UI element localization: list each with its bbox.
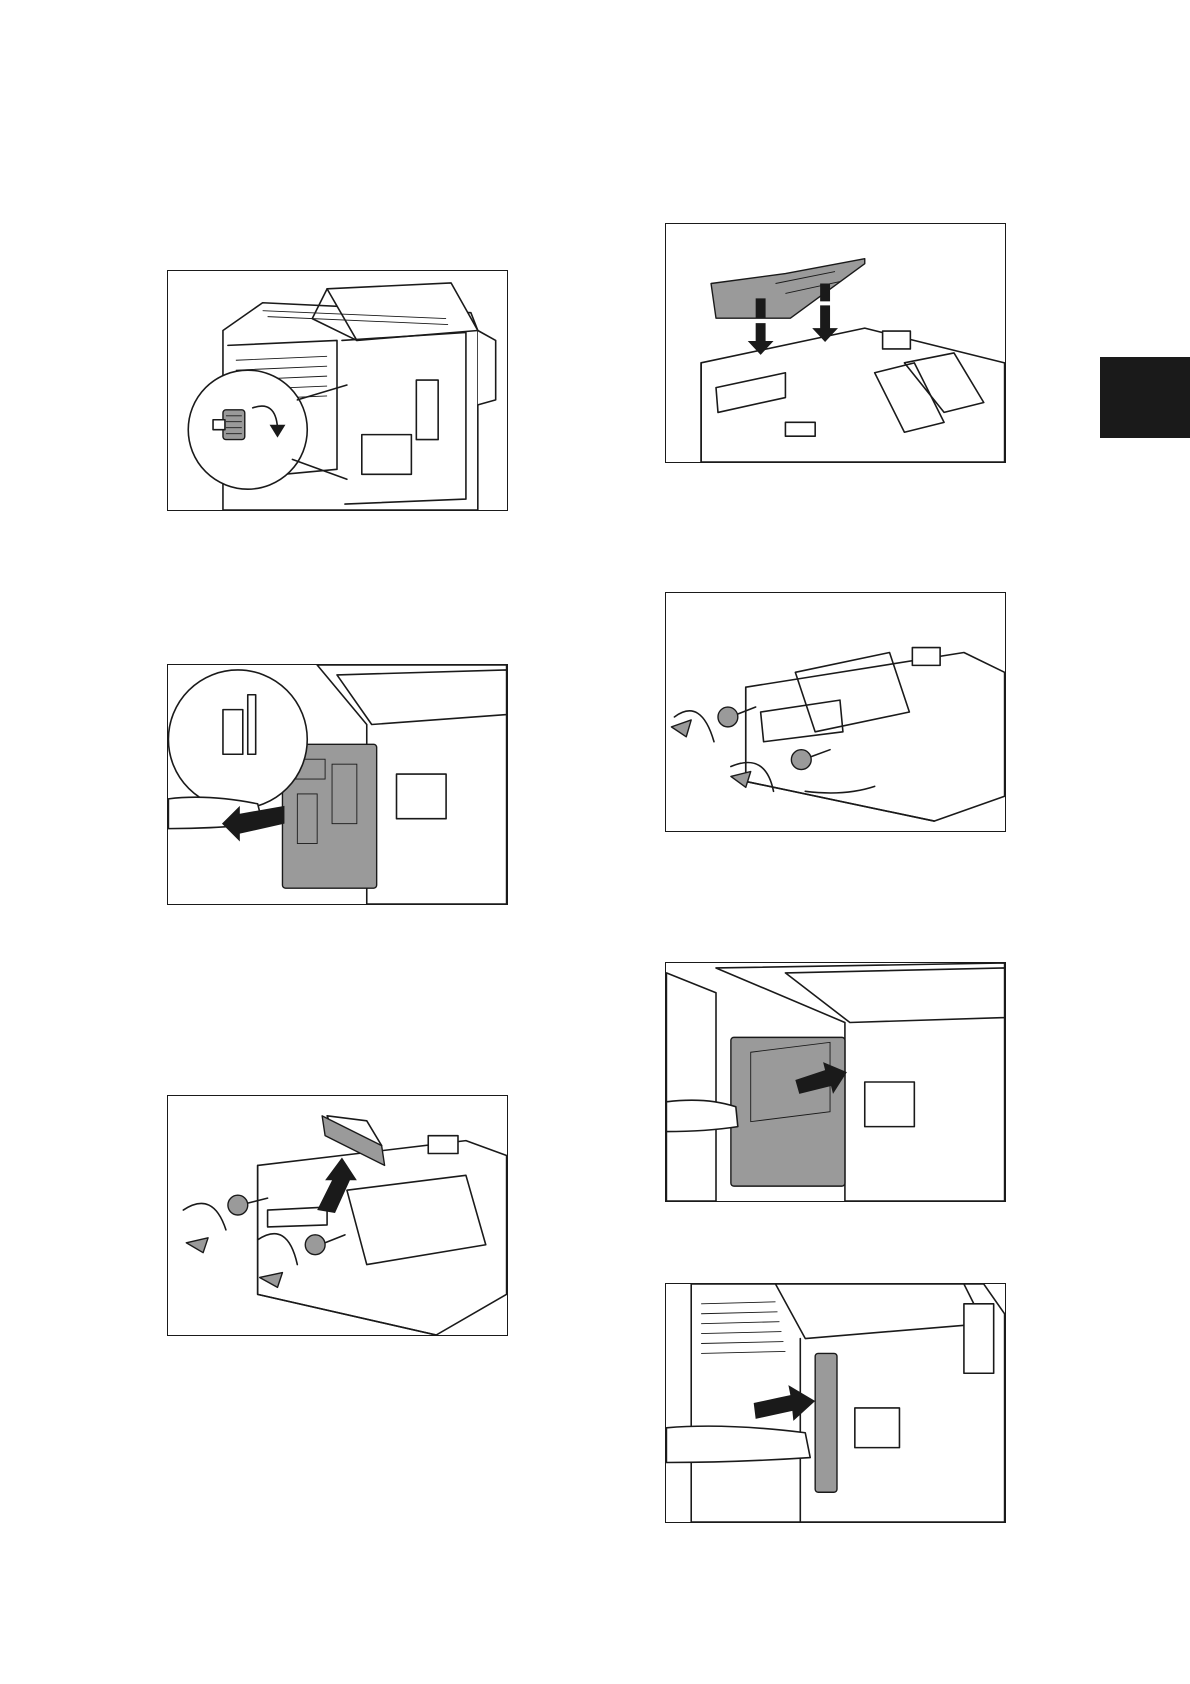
board-push-in-illustration [666,1284,1005,1522]
cover-plate-removal-illustration [168,1096,507,1335]
board-insertion-illustration [666,963,1005,1201]
figure-pull-out-board [167,664,508,905]
expansion-card [711,259,865,319]
figure-remove-cover-plate [167,1095,508,1336]
figure-push-board-in [665,1283,1006,1523]
hand-icon [666,1100,737,1131]
figure-insert-board [665,962,1006,1202]
controller-board-edge [815,1353,837,1492]
printer-screw-callout-illustration [168,271,507,510]
section-tab-shape [1100,357,1190,438]
card-insertion-illustration [666,224,1005,462]
figure-printer-screws [167,270,508,511]
rotate-arrow-icon [183,1203,226,1229]
hand-icon [666,1426,810,1462]
section-tab [1100,357,1190,438]
figure-fasten-screws [665,592,1006,832]
screw-fastening-illustration [666,593,1005,831]
figure-insert-card [665,223,1006,463]
board-pull-out-illustration [168,665,507,904]
